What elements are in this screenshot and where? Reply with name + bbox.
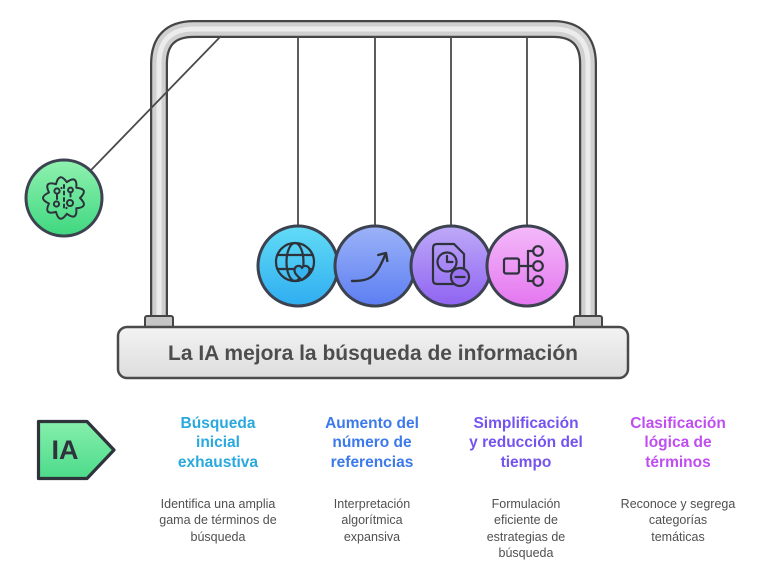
ia-label: IA — [52, 435, 79, 465]
ia-arrow-badge: IA — [36, 419, 116, 481]
column-heading: Aumento del número de referencias — [325, 415, 419, 471]
sitemap-icon — [502, 245, 544, 287]
cradle-frame — [150, 20, 597, 327]
column-body: Reconoce y segrega categorías temáticas — [620, 497, 736, 544]
ia-arrow-shape — [36, 419, 116, 481]
column-simplificacion-tiempo: Simplificación y reducción del tiempo Fo… — [446, 414, 606, 561]
ball-clasificacion-terminos — [485, 224, 569, 308]
column-body: Formulación eficiente de estrategias de … — [486, 497, 566, 560]
swing-ball-ia — [24, 158, 104, 238]
ball-simplificacion-tiempo — [409, 224, 493, 308]
column-body: Interpretación algorítmica expansiva — [333, 497, 411, 544]
globe-heart-icon — [274, 241, 316, 283]
growth-arrow-icon — [350, 251, 389, 283]
column-body: Identifica una amplia gama de términos d… — [159, 497, 277, 544]
brain-circuit-icon — [42, 176, 85, 220]
newtons-cradle-figure: La IA mejora la búsqueda de información — [24, 20, 630, 380]
cradle-base — [116, 325, 630, 380]
column-clasificacion-terminos: Clasificación lógica de términos Reconoc… — [598, 414, 758, 545]
column-busqueda-inicial: Búsqueda inicial exhaustiva Identifica u… — [138, 414, 298, 545]
document-clock-minus-icon — [431, 242, 471, 288]
column-heading: Búsqueda inicial exhaustiva — [177, 415, 259, 471]
column-heading: Simplificación y reducción del tiempo — [469, 415, 583, 471]
ball-busqueda-inicial — [256, 224, 340, 308]
column-aumento-referencias: Aumento del número de referencias Interp… — [292, 414, 452, 545]
ball-aumento-referencias — [333, 224, 417, 308]
column-heading: Clasificación lógica de términos — [630, 415, 726, 471]
figure-title: La IA mejora la búsqueda de información — [168, 342, 578, 365]
